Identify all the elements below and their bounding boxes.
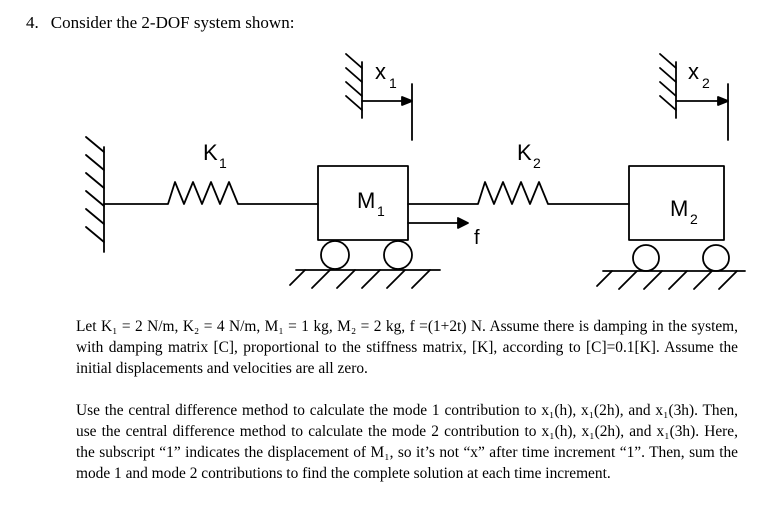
- x2-arrowhead: [717, 96, 729, 106]
- label-k2-sub: 2: [533, 155, 541, 171]
- problem-given-paragraph: Let K₁ = 2 N/m, K₂ = 4 N/m, M₁ = 1 kg, M…: [76, 318, 738, 377]
- two-dof-system-diagram: x 1 x 2 K 1 K 2 M 1 M 2 f: [85, 53, 746, 290]
- mass-m1: [317, 165, 409, 241]
- label-m1: M: [357, 188, 375, 213]
- label-x1: x: [375, 59, 386, 84]
- spring-k2: [407, 181, 630, 205]
- label-k2: K: [517, 140, 532, 165]
- label-m1-sub: 1: [377, 203, 385, 219]
- problem-task-paragraph: Use the central difference method to cal…: [76, 402, 738, 482]
- label-m2: M: [670, 196, 688, 221]
- question-number: 4.: [26, 13, 39, 32]
- wheel-m1-left: [320, 240, 350, 270]
- label-x1-sub: 1: [389, 75, 397, 91]
- ground-m1: [289, 269, 441, 289]
- spring-k1: [103, 181, 319, 205]
- question-heading: 4. Consider the 2-DOF system shown:: [26, 13, 294, 33]
- label-force: f: [474, 227, 480, 249]
- mass-m2: [628, 165, 725, 241]
- label-x2-sub: 2: [702, 75, 710, 91]
- ground-m2: [596, 270, 746, 290]
- wheel-m2-right: [702, 244, 730, 272]
- label-k1-sub: 1: [219, 155, 227, 171]
- label-m2-sub: 2: [690, 211, 698, 227]
- label-x2: x: [688, 59, 699, 84]
- x1-arrowhead: [401, 96, 413, 106]
- x2-reference: [659, 53, 729, 141]
- left-wall: [85, 136, 105, 253]
- force-arrowhead: [457, 217, 469, 229]
- x1-reference: [345, 53, 413, 141]
- wheel-m1-right: [383, 240, 413, 270]
- label-k1: K: [203, 140, 218, 165]
- wheel-m2-left: [632, 244, 660, 272]
- question-title: Consider the 2-DOF system shown:: [50, 13, 295, 32]
